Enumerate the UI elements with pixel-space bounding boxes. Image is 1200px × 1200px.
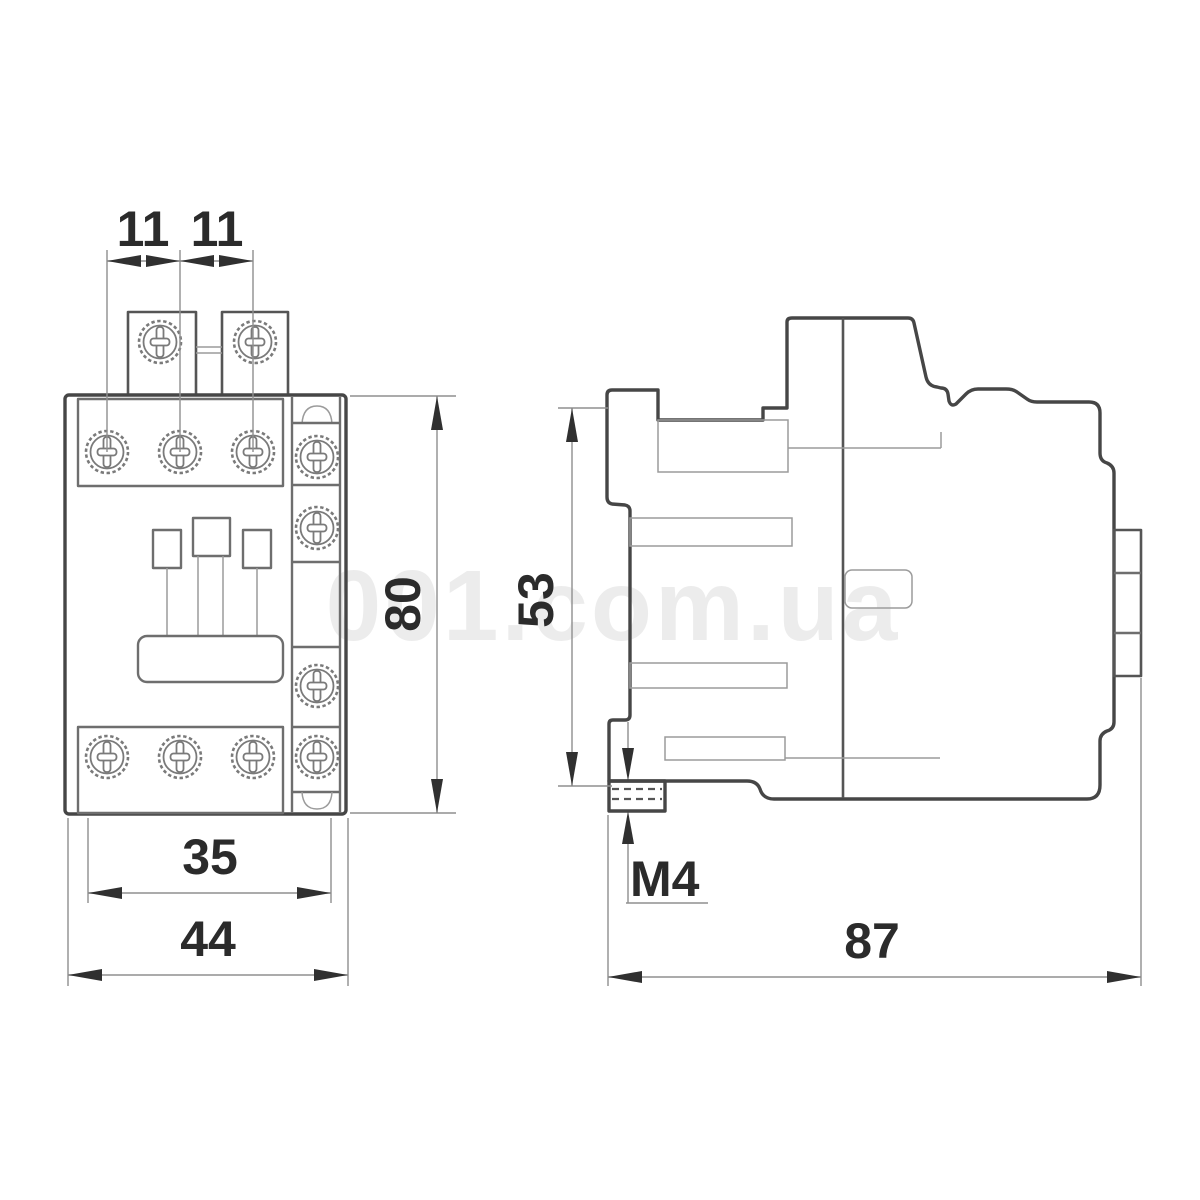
dimension-overall-depth: 87: [607, 678, 1142, 986]
watermark-text: 001.com.ua: [326, 550, 901, 662]
front-label-plate: [136, 634, 285, 684]
front-contact-window: [136, 516, 285, 684]
dimension-mounting-height: 53: [508, 407, 612, 787]
front-aux-contact-column: [290, 397, 342, 813]
dim-label-overall-depth: 87: [844, 913, 900, 969]
dim-label-overall-width: 44: [180, 911, 236, 967]
side-fin-lower: [629, 662, 788, 689]
dimension-terminal-pitch: 11 11: [106, 201, 254, 452]
side-fin-upper: [629, 517, 793, 547]
dim-label-overall-height: 80: [375, 576, 431, 632]
dim-label-pitch-left: 11: [117, 201, 170, 257]
dim-label-mounting-height: 53: [508, 572, 564, 628]
dimension-mounting-width: 35: [87, 818, 332, 903]
dimension-overall-height: 80: [350, 395, 456, 814]
side-lower-ledge: [664, 736, 786, 761]
side-body-outline: [605, 316, 1116, 801]
side-mounting-foot: [607, 779, 667, 813]
side-din-rail-bump: [1112, 528, 1143, 678]
dim-label-mounting-width: 35: [182, 829, 238, 885]
dimensions: 11 11 80 35 44: [67, 201, 1142, 986]
dimension-overall-width: 44: [67, 818, 349, 986]
side-upper-block: [657, 419, 789, 473]
side-coil-tab: [844, 569, 913, 609]
dim-label-thread: M4: [630, 851, 700, 907]
dim-label-pitch-right: 11: [191, 201, 244, 257]
dimension-thread-callout: M4: [622, 722, 708, 907]
side-view: [605, 316, 1143, 813]
front-lower-terminal-strip: [76, 725, 285, 815]
